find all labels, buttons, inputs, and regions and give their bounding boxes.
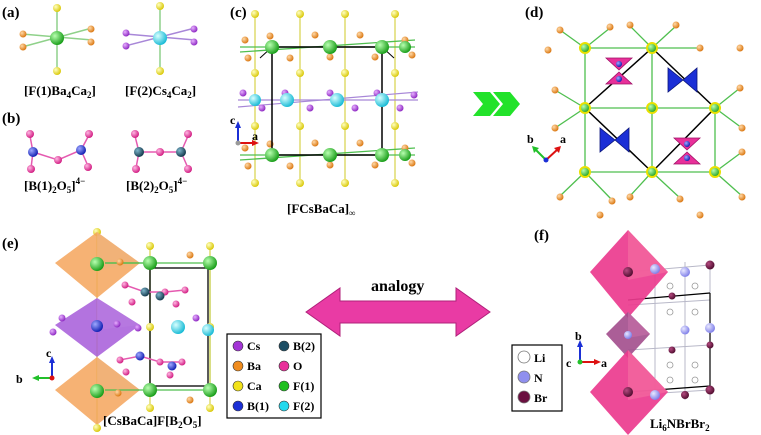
legend-e-marker (278, 360, 290, 372)
caption-a-f2: [F(2)Cs4Ca2] (125, 83, 196, 100)
legend-f: LiN Br (511, 344, 563, 412)
caption-e: [CsBaCa]F[B2O5] (103, 413, 202, 430)
axis-f-label-a: a (601, 356, 607, 370)
legend-e: Cs B(2) Ba O Ca F(1) B(1) F(2) (226, 333, 322, 419)
axis-d-label-a: a (560, 132, 566, 146)
axis-f-label-c: c (566, 356, 572, 370)
legend-e-label: Cs (247, 339, 261, 353)
panel-c-structure: c a (230, 10, 419, 187)
legend-f-label: N (534, 371, 543, 385)
caption-c: [FCsBaCa]∞ (287, 201, 356, 218)
panel-d-structure: b a (527, 21, 746, 219)
caption-b-b1: [B(1)2O5]4− (24, 176, 85, 195)
legend-e-label: B(1) (247, 399, 269, 413)
legend-e-label: B(2) (293, 339, 315, 353)
axis-d-label-b: b (527, 132, 534, 146)
legend-f-marker (517, 390, 531, 404)
legend-e-label: Ca (247, 379, 262, 393)
axis-e-label-b: b (16, 372, 23, 386)
panel-a-structures (19, 2, 198, 75)
legend-e-marker (232, 400, 244, 412)
panel-label-e: (e) (2, 236, 19, 252)
axis-c-label-c: c (230, 113, 236, 127)
legend-e-marker (278, 380, 290, 392)
legend-f-marker (517, 350, 531, 364)
chevron-arrow-icon (473, 92, 520, 116)
panel-label-f: (f) (534, 228, 549, 244)
legend-e-marker (278, 400, 290, 412)
legend-e-label: O (293, 359, 302, 373)
panel-f-structure: b c a (566, 230, 715, 435)
caption-b-b2: [B(2)2O5]4− (126, 176, 187, 195)
axis-c-label-a: a (252, 129, 258, 143)
legend-e-label: Ba (247, 359, 261, 373)
legend-e-marker (232, 380, 244, 392)
legend-e-label: F(2) (293, 399, 314, 413)
panel-b-structures (26, 130, 192, 173)
panel-label-c: (c) (230, 5, 247, 21)
legend-e-label: F(1) (293, 379, 314, 393)
legend-f-label: Br (534, 391, 548, 405)
legend-e-marker (278, 340, 290, 352)
legend-e-marker (232, 340, 244, 352)
analogy-arrow (305, 287, 491, 337)
panel-label-a: (a) (2, 5, 20, 21)
panel-e-structure: c b (16, 228, 217, 432)
caption-a-f1: [F(1)Ba4Ca2] (24, 83, 96, 100)
analogy-label: analogy (371, 278, 424, 295)
caption-f: Li6NBrBr2 (650, 416, 710, 433)
axis-e-label-c: c (46, 346, 52, 360)
legend-f-label: Li (534, 351, 546, 365)
legend-e-marker (232, 360, 244, 372)
axis-f-label-b: b (575, 329, 582, 343)
panel-label-b: (b) (2, 111, 20, 127)
panel-label-d: (d) (525, 5, 543, 21)
legend-f-marker (517, 370, 531, 384)
